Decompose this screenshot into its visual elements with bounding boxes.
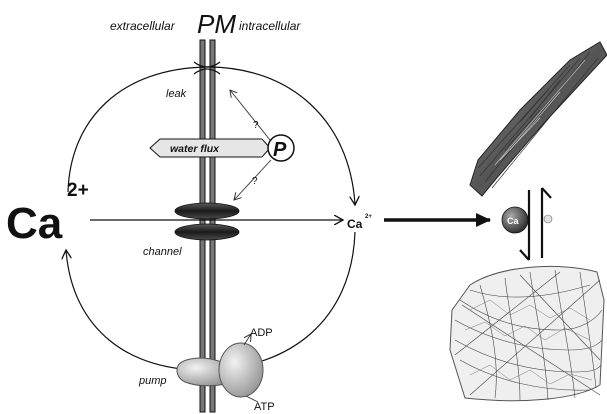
question-mark-upper: ? [253,120,259,131]
atp-label: ATP [254,401,275,413]
dispersed-actin-network [450,266,604,400]
pm-label: PM [197,9,236,39]
leak-pore [194,62,220,74]
water-flux-label: water flux [170,143,220,155]
intracellular-calcium-charge: 2+ [365,214,372,220]
calcium-channel [175,203,239,240]
channel-label: channel [143,246,182,258]
free-calcium-ion [544,215,552,223]
calcium-pump [177,343,263,397]
extracellular-label: extracellular [110,19,176,33]
intracellular-calcium-symbol: Ca [347,217,363,231]
pump-label: pump [138,375,167,387]
leak-label: leak [166,88,187,100]
bound-calcium-symbol: Ca [507,216,519,226]
intracellular-label: intracellular [239,19,301,33]
extracellular-calcium-charge: 2+ [67,180,89,201]
phosphate-label: P [273,139,287,161]
extracellular-calcium-symbol: Ca [6,199,63,248]
condensed-actin-bundle [470,42,607,196]
question-mark-lower: ? [252,176,258,187]
adp-label: ADP [250,327,273,339]
